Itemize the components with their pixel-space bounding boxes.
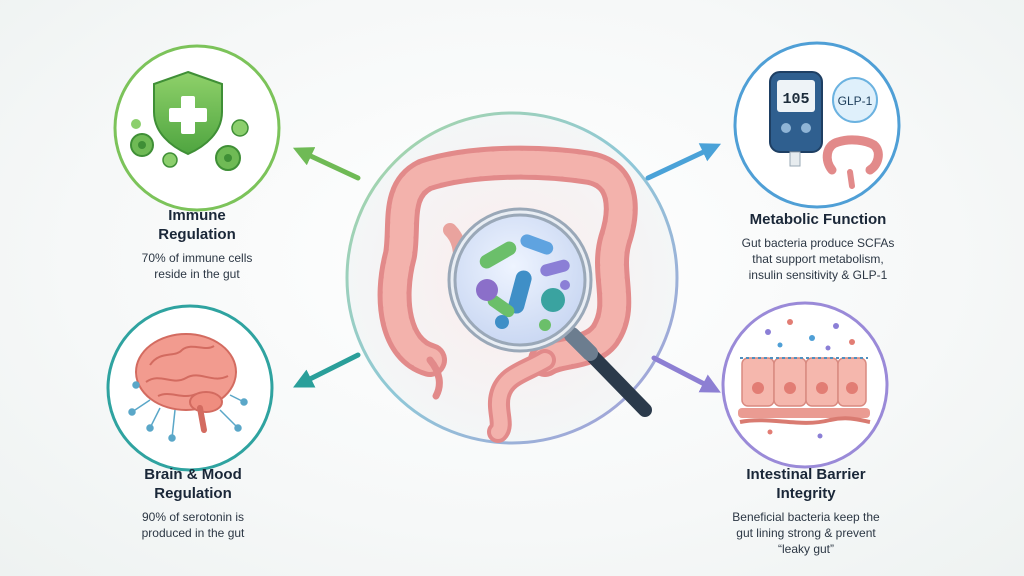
metabolic-desc-line: insulin sensitivity & GLP-1 bbox=[698, 267, 938, 283]
center-illustration bbox=[347, 113, 677, 443]
brain-text: Brain & Mood Regulation 90% of serotonin… bbox=[88, 465, 298, 541]
immune-desc-line: 70% of immune cells bbox=[92, 250, 302, 266]
metabolic-title: Metabolic Function bbox=[698, 210, 938, 229]
barrier-title-line: Integrity bbox=[686, 484, 926, 503]
metabolic-text: Metabolic Function Gut bacteria produce … bbox=[698, 210, 938, 283]
immune-description: 70% of immune cells reside in the gut bbox=[92, 250, 302, 282]
arrow-to-immune bbox=[302, 152, 358, 178]
immune-title: Immune Regulation bbox=[92, 206, 302, 244]
arrow-to-brain bbox=[302, 355, 358, 383]
immune-title-line: Regulation bbox=[92, 225, 302, 244]
immune-panel-illustration bbox=[115, 46, 279, 210]
barrier-panel-illustration bbox=[723, 303, 887, 467]
immune-text: Immune Regulation 70% of immune cells re… bbox=[92, 206, 302, 282]
glucose-meter-icon: 105 bbox=[770, 72, 822, 166]
brain-desc-line: produced in the gut bbox=[88, 525, 298, 541]
arrow-to-metabolic bbox=[648, 148, 712, 178]
glp1-label: GLP-1 bbox=[838, 94, 873, 108]
metabolic-desc-line: Gut bacteria produce SCFAs bbox=[698, 235, 938, 251]
arrow-to-barrier bbox=[654, 358, 712, 388]
brain-desc-line: 90% of serotonin is bbox=[88, 509, 298, 525]
brain-title-line: Brain & Mood bbox=[88, 465, 298, 484]
brain-description: 90% of serotonin is produced in the gut bbox=[88, 509, 298, 541]
metabolic-title-line: Metabolic Function bbox=[698, 210, 938, 229]
brain-panel-illustration bbox=[108, 306, 272, 470]
barrier-desc-line: Beneficial bacteria keep the bbox=[686, 509, 926, 525]
barrier-text: Intestinal Barrier Integrity Beneficial … bbox=[686, 465, 926, 557]
metabolic-description: Gut bacteria produce SCFAs that support … bbox=[698, 235, 938, 283]
barrier-title-line: Intestinal Barrier bbox=[686, 465, 926, 484]
immune-desc-line: reside in the gut bbox=[92, 266, 302, 282]
metabolic-desc-line: that support metabolism, bbox=[698, 251, 938, 267]
barrier-description: Beneficial bacteria keep the gut lining … bbox=[686, 509, 926, 557]
meter-reading: 105 bbox=[782, 91, 809, 108]
barrier-desc-line: “leaky gut” bbox=[686, 541, 926, 557]
barrier-title: Intestinal Barrier Integrity bbox=[686, 465, 926, 503]
intestinal-lining-icon bbox=[738, 358, 870, 423]
brain-title-line: Regulation bbox=[88, 484, 298, 503]
immune-title-line: Immune bbox=[92, 206, 302, 225]
barrier-desc-line: gut lining strong & prevent bbox=[686, 525, 926, 541]
brain-title: Brain & Mood Regulation bbox=[88, 465, 298, 503]
metabolic-panel-illustration: 105 GLP-1 bbox=[735, 43, 899, 207]
glp1-badge: GLP-1 bbox=[833, 78, 877, 122]
